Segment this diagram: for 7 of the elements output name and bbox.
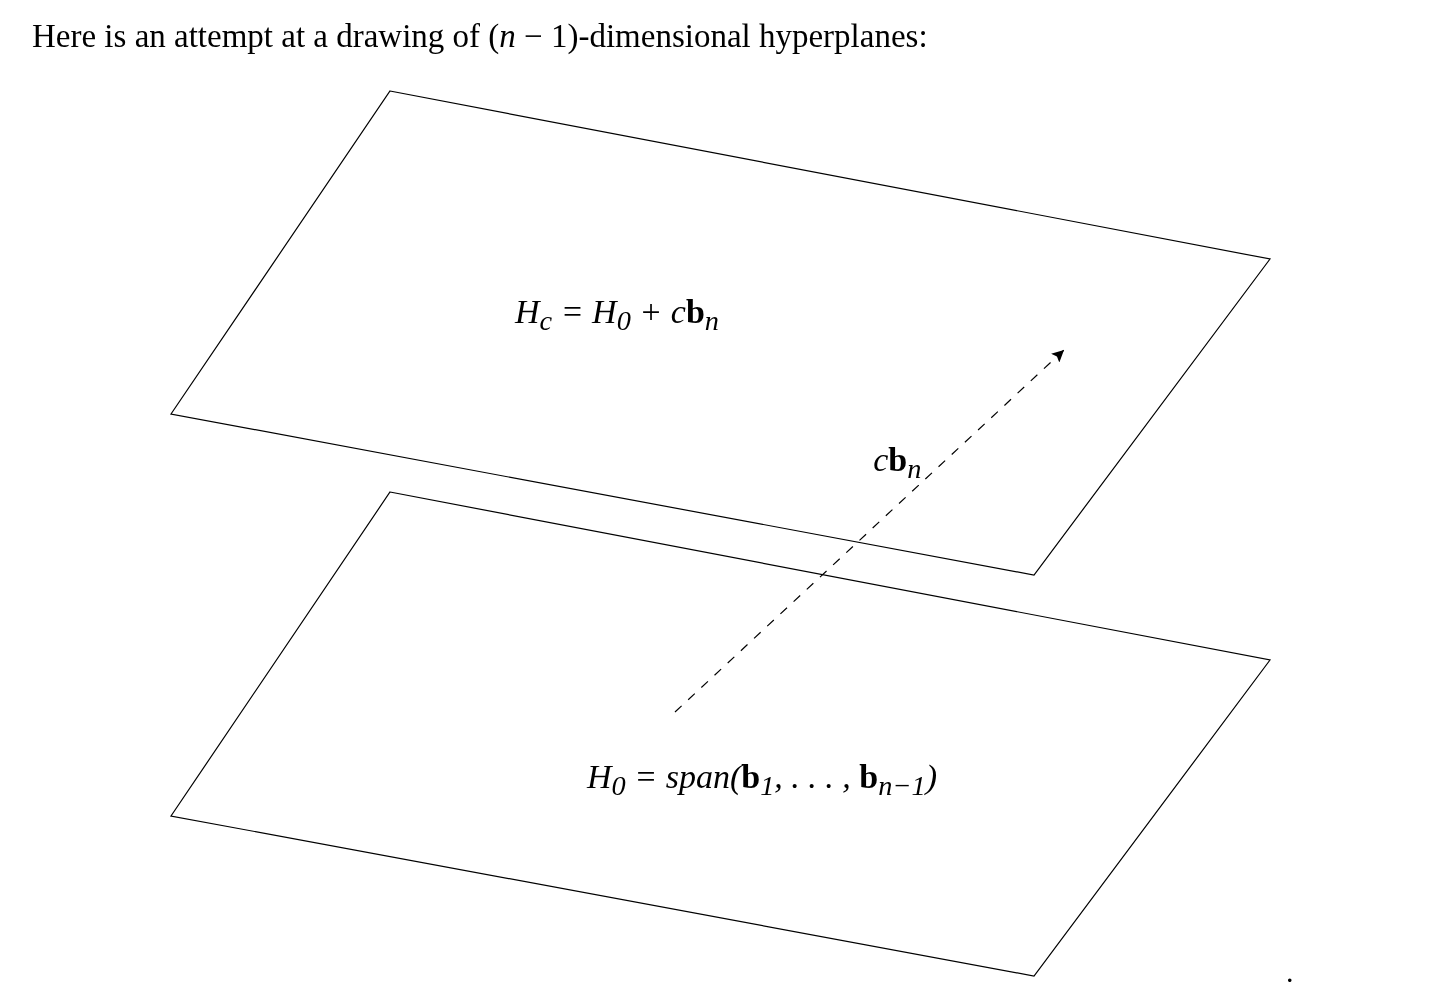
math-formula: H$_{c}$ = H$_{0}$ + cb$_{n}$ xyxy=(515,292,719,338)
plane-parallelogram xyxy=(171,492,1270,976)
arrow xyxy=(674,349,1065,713)
heading: Here is an attempt at a drawing of (n − 1)-dimensional hyperplanes: xyxy=(32,18,928,55)
period-mark: . xyxy=(1286,955,1294,989)
plane-parallelogram xyxy=(171,91,1270,575)
math-formula: H$_{0}$ = span(b$_{1}$, . . . , b$_{n−1}$) xyxy=(587,757,937,803)
